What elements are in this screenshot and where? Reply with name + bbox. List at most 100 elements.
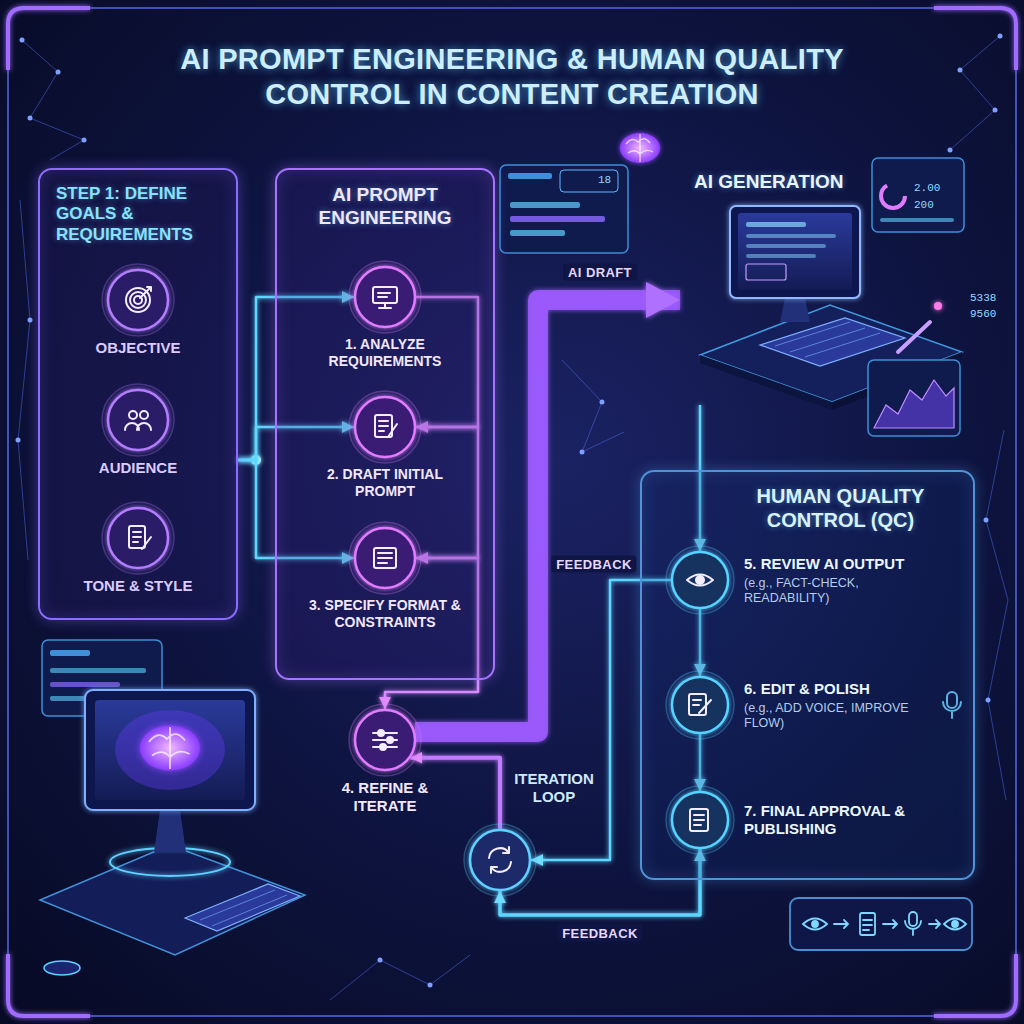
step-label: 3. SPECIFY FORMAT & CONSTRAINTS	[307, 597, 463, 631]
frame	[8, 954, 90, 1016]
node-outline	[670, 550, 730, 610]
node-outline	[106, 268, 170, 332]
step-label: 1. ANALYZE REQUIREMENTS	[307, 336, 463, 370]
step-label: 2. DRAFT INITIAL PROMPT	[307, 466, 463, 500]
network-dots	[600, 400, 605, 405]
network-lines	[562, 360, 624, 452]
brain-icon	[620, 133, 660, 163]
people-icon	[125, 423, 151, 430]
network-dots	[580, 450, 585, 455]
sliders-icon	[373, 730, 397, 750]
node-circle	[355, 528, 415, 588]
node-circle	[108, 508, 168, 568]
dashboard-panel	[872, 158, 964, 232]
monitor-icon	[373, 287, 397, 303]
readout-number: 200	[914, 199, 934, 211]
prompt-panel: AI PROMPT ENGINEERING1. ANALYZE REQUIREM…	[275, 168, 495, 680]
network-dots	[948, 148, 953, 153]
node-circle	[672, 677, 728, 733]
computer-illustration	[746, 254, 816, 258]
network-lines	[986, 430, 1008, 800]
docpen-icon	[375, 415, 397, 437]
step-label: 5. REVIEW AI OUTPUT	[744, 555, 939, 573]
doc-icon	[133, 532, 151, 549]
node-circle	[108, 270, 168, 330]
readout-number: 2.00	[914, 182, 940, 194]
caption-box: 2. DRAFT INITIAL PROMPT	[307, 466, 463, 500]
network-lines	[18, 36, 1008, 1000]
people-icon	[125, 411, 151, 430]
computer-illustration	[185, 884, 300, 931]
people-icon	[140, 411, 148, 419]
computer-illustration	[140, 726, 200, 771]
network-lines	[950, 36, 1000, 150]
edge-label-box: FEEDBACK	[551, 556, 636, 573]
eye-icon	[696, 576, 704, 584]
network-dots	[56, 70, 61, 75]
step-label: TONE & STYLE	[58, 577, 218, 595]
qc-step: 5. REVIEW AI OUTPUT(e.g., FACT-CHECK, RE…	[670, 550, 730, 610]
network-dots	[16, 34, 1003, 988]
sliders-icon	[380, 744, 386, 750]
process-strip	[790, 898, 972, 950]
node-outline	[353, 395, 417, 459]
step-label: AUDIENCE	[58, 459, 218, 477]
node-outline	[670, 790, 730, 850]
computer-illustration	[154, 810, 186, 852]
outer-ring	[349, 704, 421, 776]
target-icon	[140, 287, 151, 298]
process-strip	[944, 919, 966, 930]
target-icon	[126, 288, 150, 312]
process-strip	[863, 920, 872, 930]
caption-box: ITERATION LOOP	[508, 770, 600, 806]
monitor-icon	[373, 287, 397, 308]
readout-number: 9560	[970, 308, 996, 320]
network-lines	[330, 955, 470, 1000]
outer-ring	[666, 786, 734, 854]
node-outline	[468, 828, 532, 892]
node-outline	[106, 388, 170, 452]
node-outline	[670, 675, 730, 735]
generation-area: AI GENERATION	[680, 165, 930, 405]
process-strip	[860, 913, 875, 935]
section-heading: AI GENERATION	[680, 165, 930, 194]
dashboard-panel	[510, 202, 580, 208]
caption-box: 3. SPECIFY FORMAT & CONSTRAINTS	[307, 597, 463, 631]
network-dots	[82, 138, 87, 143]
sliders-icon	[387, 737, 393, 743]
network-dots	[16, 438, 21, 443]
process-strip	[909, 912, 917, 926]
network-dots	[28, 116, 33, 121]
computer-illustration	[40, 640, 305, 975]
dashboard-panel	[508, 173, 552, 179]
target-icon	[126, 287, 151, 312]
process-strip	[834, 920, 848, 928]
readout-box: 9560	[970, 308, 996, 320]
process-strip	[812, 921, 818, 927]
goal-circle: OBJECTIVE	[106, 268, 170, 332]
process-strip	[952, 921, 958, 927]
caption-box: 5. REVIEW AI OUTPUT (e.g., FACT-CHECK, RE…	[744, 555, 939, 606]
node-outline	[353, 526, 417, 590]
step-label: 4. REFINE & ITERATE	[320, 779, 450, 815]
frame	[8, 8, 90, 70]
prompt-step: 2. DRAFT INITIAL PROMPT	[353, 395, 417, 459]
docpen-icon	[379, 421, 397, 437]
frame	[934, 8, 1016, 70]
step-label: 7. FINAL APPROVAL & PUBLISHING	[744, 802, 939, 838]
computer-illustration	[746, 234, 836, 238]
outer-ring	[464, 824, 536, 896]
section-heading: HUMAN QUALITY CONTROL (QC)	[642, 472, 973, 532]
computer-illustration	[746, 222, 806, 227]
diagram-title: AI PROMPT ENGINEERING & HUMAN QUALITY CO…	[112, 42, 912, 112]
step-note: (e.g., FACT-CHECK, READABILITY)	[744, 576, 939, 606]
dashboard-panel	[872, 158, 964, 232]
network-dots	[20, 38, 25, 43]
refine-step: 4. REFINE & ITERATE	[353, 708, 417, 772]
node-outline	[106, 506, 170, 570]
readout-box: 2.00	[914, 182, 940, 194]
chart-panel	[868, 360, 960, 436]
node-circle	[108, 390, 168, 450]
network-dots	[998, 34, 1003, 39]
computer-illustration	[140, 726, 200, 771]
